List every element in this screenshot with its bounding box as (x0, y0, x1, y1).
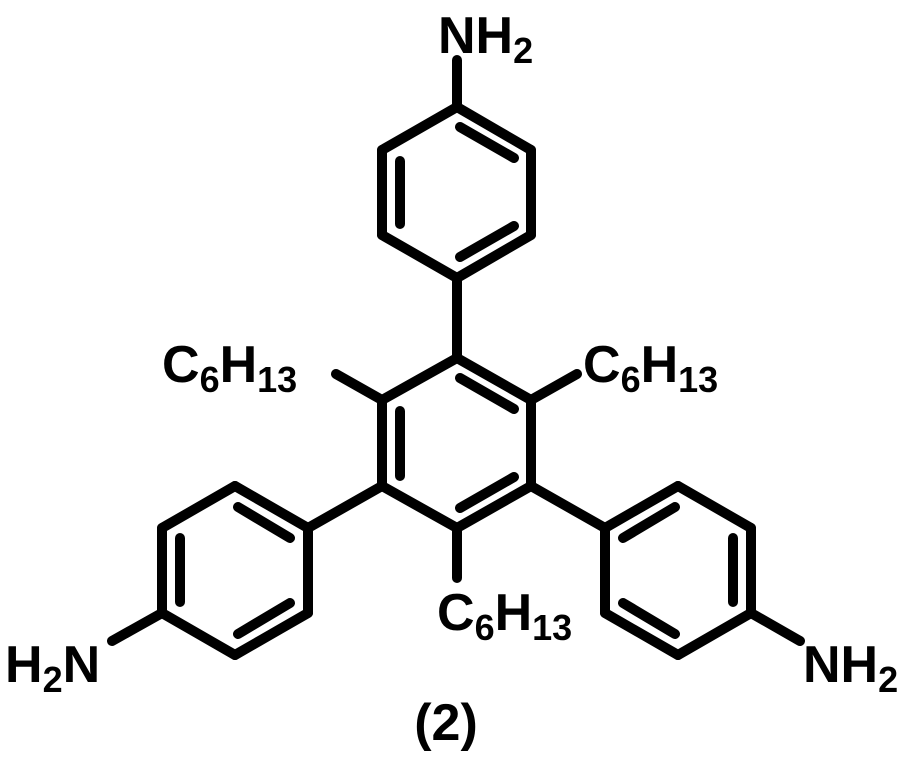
top-ring-bond (377, 102, 462, 155)
right-phenyl-ring (600, 481, 756, 660)
left-ring-bond (230, 608, 313, 660)
hexyl-bottom-label: C6H13 (437, 584, 572, 648)
hexyl-left-label: C6H13 (162, 336, 297, 400)
top-ring-double-bond (455, 221, 519, 262)
right-aryl-link-bond (526, 481, 610, 533)
top-phenyl-ring (377, 102, 536, 283)
central-ring-double-bond (455, 373, 519, 414)
top-amine-label: NH2 (438, 7, 533, 71)
left-phenyl-ring (157, 481, 313, 660)
central-ring-bond (377, 353, 462, 405)
top-ring-bond (377, 230, 462, 283)
left-ring-bond (230, 481, 313, 533)
left-amine-label: H2N (5, 636, 100, 700)
left-ring-bond (157, 481, 240, 533)
right-ring-bond (673, 608, 756, 660)
top-ring-bond (452, 102, 536, 155)
central-ring (377, 353, 536, 533)
central-ring-bond (452, 353, 536, 405)
hexyl-right-label: C6H13 (583, 336, 718, 400)
central-ring-bond (377, 481, 462, 533)
right-ring-bond (600, 608, 683, 660)
right-amine-bond (746, 608, 805, 646)
top-ring-double-bond (455, 122, 519, 163)
left-aryl-link-bond (303, 481, 387, 533)
hexyl-left-bond (331, 369, 387, 405)
left-ring-double-bond (233, 502, 295, 543)
hexyl-right-bond (526, 369, 582, 405)
right-ring-double-bond (618, 598, 680, 639)
right-ring-bond (673, 481, 756, 533)
left-ring-bond (157, 608, 240, 660)
top-ring-bond (452, 230, 536, 283)
left-ring-double-bond (233, 598, 295, 639)
central-ring-double-bond (455, 472, 519, 513)
central-ring-bond (452, 481, 536, 533)
left-amine-bond (107, 608, 167, 646)
compound-number-label: (2) (414, 694, 478, 752)
right-ring-bond (600, 481, 683, 533)
right-ring-double-bond (618, 502, 680, 543)
right-amine-label: NH2 (803, 636, 898, 700)
